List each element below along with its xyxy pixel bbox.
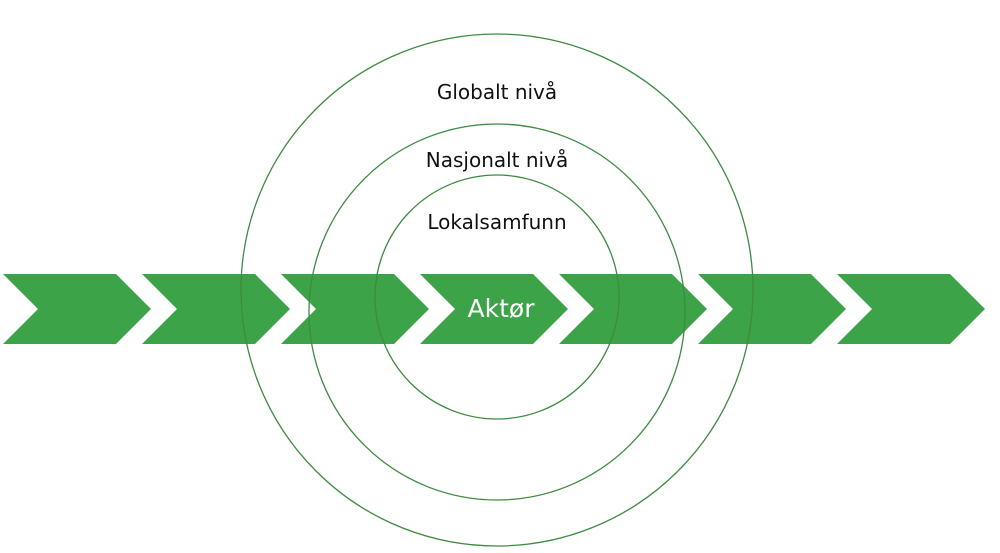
chevron-5 — [559, 274, 707, 344]
global-level-label: Globalt nivå — [437, 80, 557, 104]
chevron-1 — [3, 274, 151, 344]
actor-label: Aktør — [468, 294, 536, 323]
national-level-label: Nasjonalt nivå — [426, 148, 568, 172]
chevron-7 — [837, 274, 985, 344]
national-level-ring — [308, 123, 686, 501]
chevron-3 — [281, 274, 429, 344]
chevron-4-center — [420, 274, 568, 344]
global-level-ring — [240, 33, 754, 547]
chevron-2 — [142, 274, 290, 344]
chevron-row — [3, 274, 985, 344]
chevron-6 — [698, 274, 846, 344]
local-level-label: Lokalsamfunn — [427, 210, 566, 234]
local-level-ring — [374, 174, 620, 420]
